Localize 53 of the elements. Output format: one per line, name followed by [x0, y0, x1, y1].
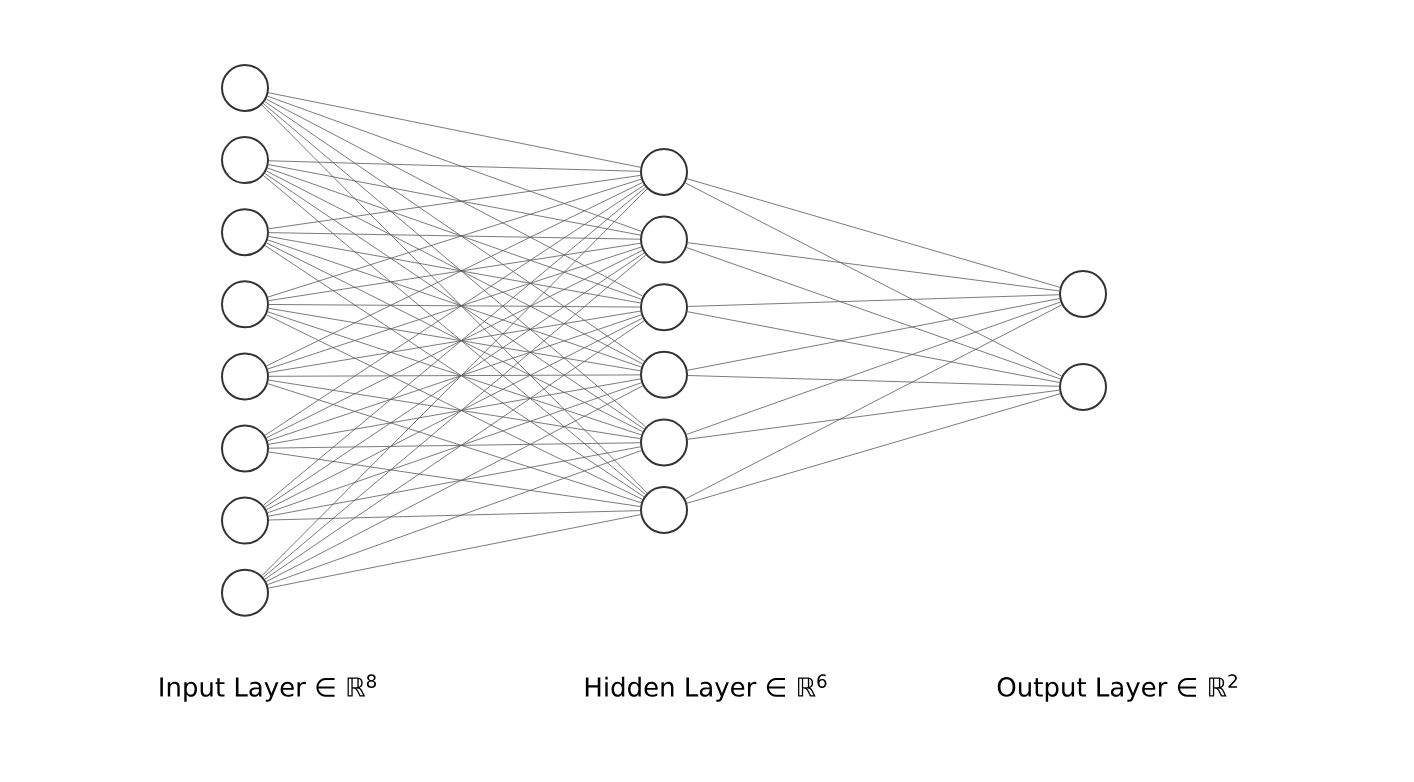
neuron-circle: [221, 352, 269, 401]
neuron-circle: [221, 64, 269, 112]
connection-line: [684, 182, 1063, 377]
connection-line: [686, 393, 1061, 504]
connection-line: [268, 442, 641, 449]
connection-line: [686, 247, 1061, 380]
neuron-circle: [221, 208, 269, 257]
connection-line: [268, 232, 641, 240]
connection-line: [687, 389, 1060, 440]
neuron-circle: [221, 424, 269, 473]
connection-line: [261, 188, 648, 577]
connection-line: [267, 95, 642, 232]
connection-line: [686, 301, 1061, 435]
connection-line: [262, 103, 647, 428]
connection-line: [686, 178, 1061, 288]
connection-line: [684, 304, 1063, 500]
connection-line: [687, 242, 1060, 292]
connection-line: [267, 450, 642, 585]
connection-line: [265, 98, 644, 297]
neuron-circle: [221, 496, 269, 545]
layer-label: Hidden Layer ∈ ℝ$^{6}$: [585, 674, 827, 702]
neuron-circle: [1059, 270, 1107, 318]
connection-line: [268, 451, 641, 507]
connection-line: [268, 446, 641, 517]
connection-line: [261, 104, 648, 494]
connection-line: [268, 510, 641, 521]
connection-line: [265, 385, 644, 583]
connection-line: [264, 101, 645, 362]
connection-line: [268, 514, 641, 589]
neuron-circle: [1059, 363, 1107, 411]
connection-line: [687, 311, 1060, 383]
connection-line: [262, 254, 647, 578]
neuron-circle: [221, 136, 269, 185]
neuron-circle: [640, 486, 688, 534]
neuron-circle: [221, 280, 269, 329]
neuron-circle: [640, 148, 688, 196]
connection-line: [264, 320, 645, 580]
connection-line: [268, 164, 641, 236]
connection-line: [268, 92, 641, 168]
neuron-circle: [640, 283, 688, 332]
connection-line: [268, 160, 641, 172]
connection-line: [687, 375, 1060, 387]
connection-line: [268, 175, 641, 230]
layer-label: Input Layer ∈ ℝ$^{8}$: [160, 674, 376, 702]
connection-line: [268, 304, 641, 308]
layer-label: Output Layer ∈ ℝ$^{2}$: [997, 674, 1237, 702]
neuron-circle: [640, 350, 688, 399]
connection-line: [687, 294, 1060, 307]
neuron-circle: [640, 418, 688, 467]
connection-line: [687, 298, 1060, 371]
connection-line: [268, 374, 641, 377]
neuron-circle: [221, 568, 269, 617]
neuron-circle: [640, 215, 688, 264]
